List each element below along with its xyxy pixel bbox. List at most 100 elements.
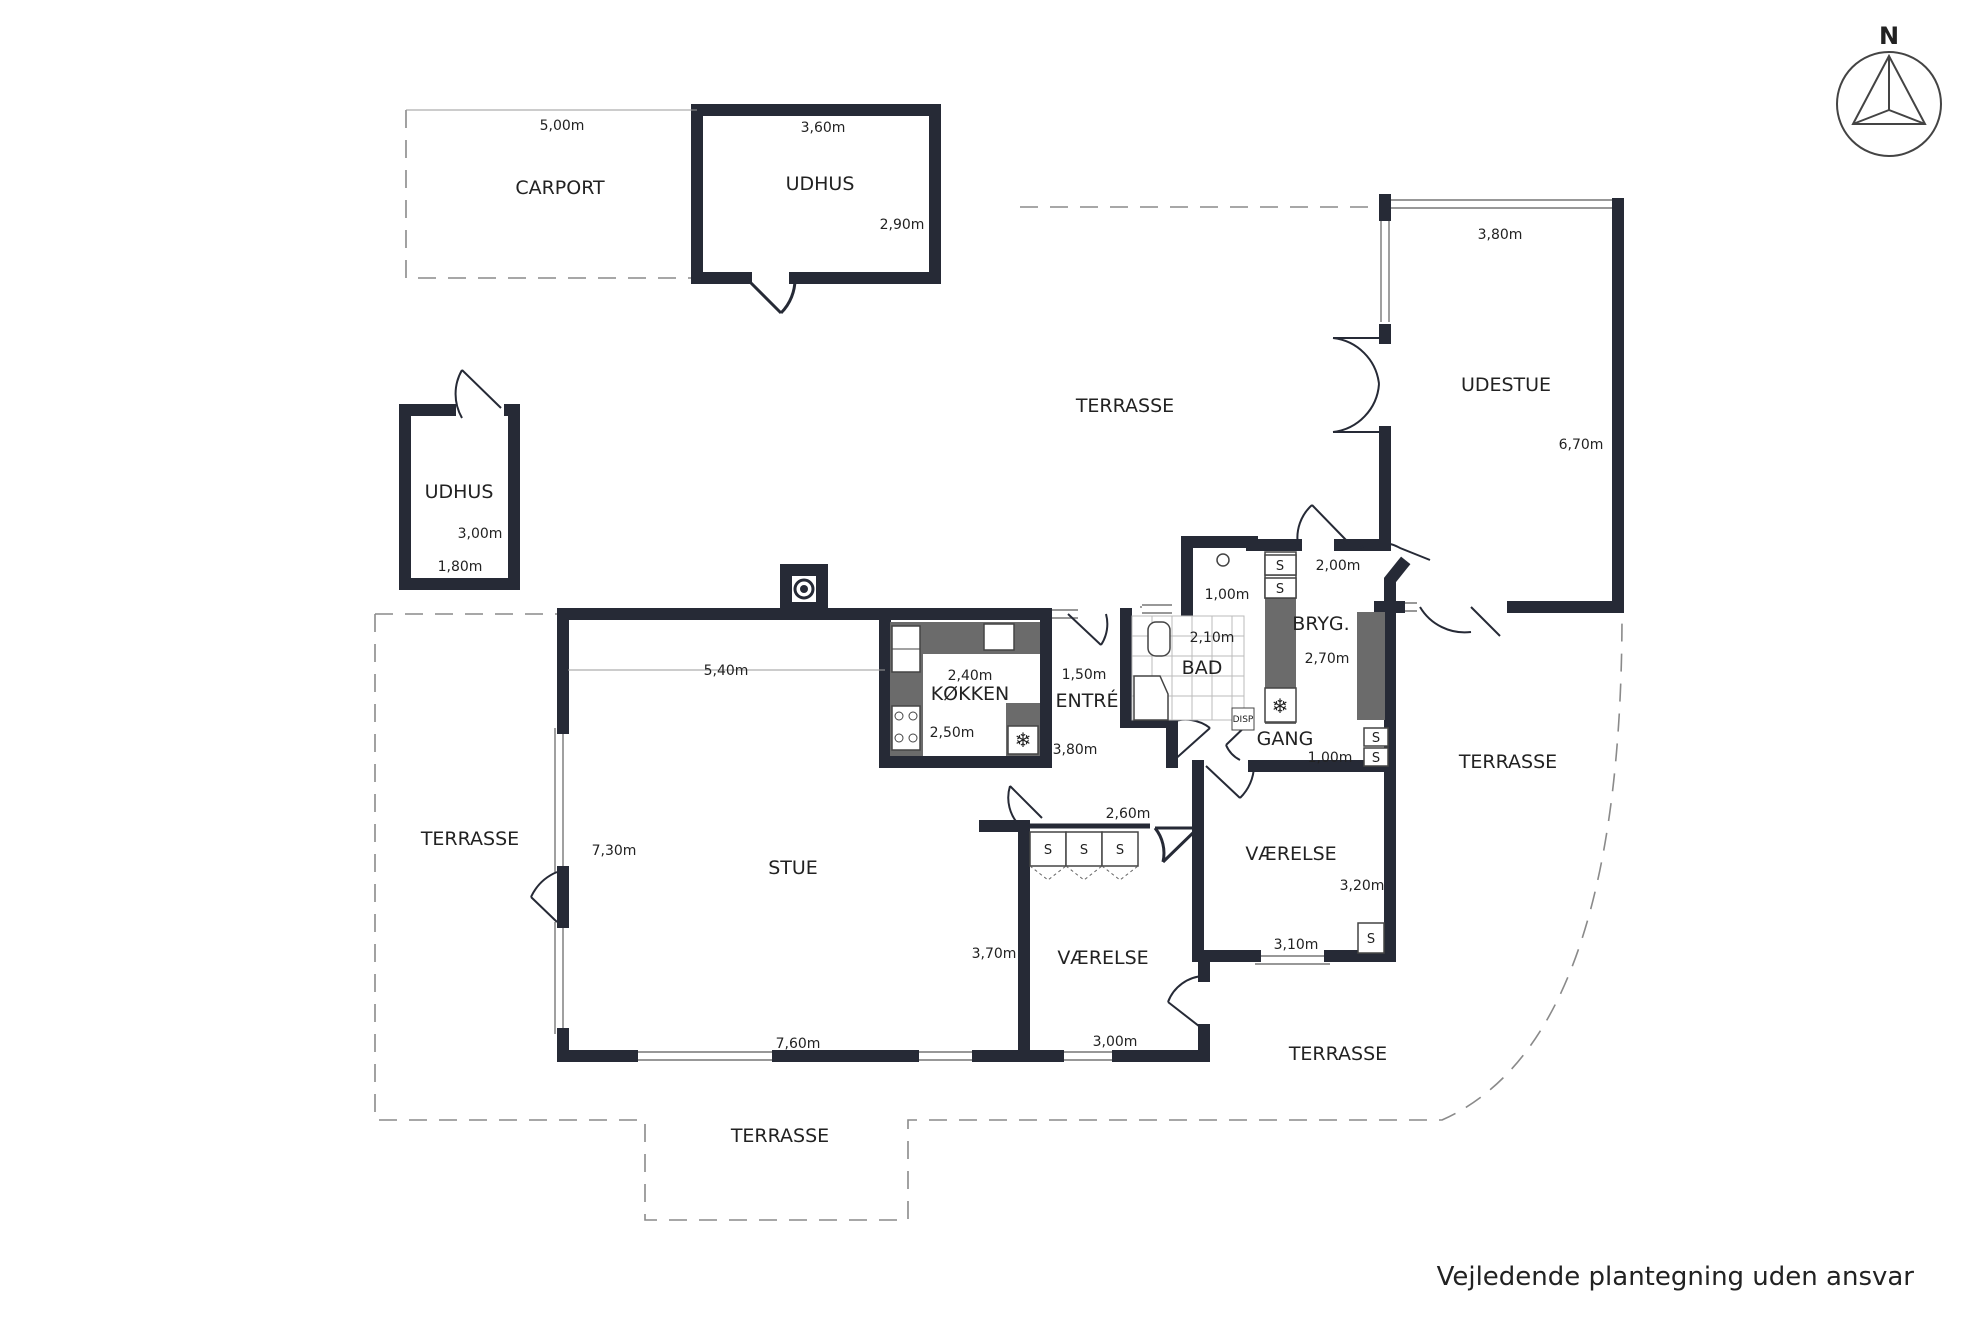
door-vaerelse-left: [1153, 826, 1202, 864]
dim-vaerelse-left-height: 3,70m: [972, 946, 1017, 962]
door-entre: [1067, 613, 1109, 646]
storage-bryg-2: [1264, 577, 1297, 599]
dim-stue-height: 7,30m: [592, 843, 637, 859]
terrace-left-outline: [374, 613, 1623, 1221]
windows: [554, 199, 1620, 1061]
storage-hall-1: [1029, 831, 1067, 867]
dim-stue-bottom: 7,60m: [776, 1036, 821, 1052]
disposal-box: [1231, 707, 1255, 731]
storage-vaerelse: [1357, 922, 1385, 954]
dim-stue-width: 5,40m: [704, 663, 749, 679]
compass: N: [1836, 22, 1942, 157]
disclaimer-caption: Vejledende plantegning uden ansvar: [1436, 1262, 1914, 1292]
udhus-left-walls: [399, 404, 520, 590]
door-bryg-right: [1359, 541, 1431, 561]
storage-gang-1: [1363, 727, 1389, 747]
storage-cabinets: [1029, 554, 1389, 954]
fridge: [1007, 725, 1039, 755]
label-stue: STUE: [768, 857, 818, 879]
storage-label: S: [1276, 582, 1284, 597]
snowflake-icon: ❄: [1015, 728, 1032, 752]
dim-koekken-width: 2,40m: [948, 668, 993, 684]
door-bryg: [1296, 504, 1347, 546]
dishwasher: [983, 623, 1015, 651]
label-vaerelse-left: VÆRELSE: [1057, 947, 1148, 969]
bath-fixtures: [1131, 553, 1245, 721]
dim-vaerelse-right-width: 3,10m: [1274, 937, 1319, 953]
dim-udestue-height: 6,70m: [1559, 437, 1604, 453]
storage-bryg-1: [1264, 554, 1297, 576]
label-gang: GANG: [1257, 728, 1314, 750]
label-terrasse-left: TERRASSE: [420, 828, 519, 850]
dim-carport-width: 5,00m: [540, 118, 585, 134]
bryg-walls: [1198, 534, 1411, 982]
dimension-labels: 5,00m 3,60m 2,90m 3,80m 6,70m 3,00m 1,80…: [438, 118, 1604, 1052]
label-terrasse-bottom: TERRASSE: [730, 1125, 829, 1147]
door-udestue-left: [1332, 337, 1385, 433]
dim-udestue-width: 3,80m: [1478, 227, 1523, 243]
label-udhus-top: UDHUS: [786, 173, 855, 195]
label-bryg: BRYG.: [1292, 613, 1349, 635]
dim-bryg-width: 2,00m: [1316, 558, 1361, 574]
north-arrow-icon: [1851, 53, 1927, 125]
room-labels: CARPORT UDHUS UDHUS UDESTUE TERRASSE TER…: [420, 173, 1557, 1147]
door-vaerelse-right: [1205, 765, 1255, 799]
carport-outline: [405, 110, 697, 279]
door-vaerelse-terrace: [1167, 975, 1205, 1031]
stove: [891, 705, 921, 751]
label-vaerelse-right: VÆRELSE: [1245, 843, 1336, 865]
bryg-fixtures: ❄: [1231, 551, 1385, 731]
bryg-counter-right: [1357, 612, 1385, 720]
bath-walls: [1120, 608, 1178, 768]
door-udhus-top: [744, 276, 797, 315]
storage-label: S: [1372, 731, 1380, 746]
dim-vaerelse-right-height: 3,20m: [1340, 878, 1385, 894]
label-koekken: KØKKEN: [931, 683, 1010, 705]
stue-walls: [557, 608, 1210, 1062]
label-terrasse-top: TERRASSE: [1075, 395, 1174, 417]
door-udhus-left: [454, 369, 502, 419]
fixture-labels: S S S S S S S S DISP: [1044, 559, 1380, 947]
dim-udhus-top-height: 2,90m: [880, 217, 925, 233]
vaerelse-right-top: [1192, 760, 1386, 962]
storage-label: S: [1116, 843, 1124, 858]
dim-gang-width: 1,00m: [1308, 750, 1353, 766]
door-kitchen-hall: [1007, 785, 1043, 827]
dim-bad-width: 2,10m: [1190, 630, 1235, 646]
storage-hall-drawer-lines: [1029, 865, 1139, 881]
kitchen-walls: [879, 616, 1052, 768]
udhus-top-walls: [691, 104, 941, 284]
kitchen-counters: ❄: [890, 622, 1040, 756]
label-terrasse-right: TERRASSE: [1458, 751, 1557, 773]
dim-hall-width: 2,60m: [1106, 806, 1151, 822]
shower-head-icon: [1216, 553, 1230, 567]
udestue-walls: [1374, 194, 1624, 613]
door-udestue-bottom: [1419, 606, 1501, 637]
storage-label: S: [1044, 843, 1052, 858]
storage-label: S: [1372, 751, 1380, 766]
dim-udhus-left-width: 1,80m: [438, 559, 483, 575]
snowflake-icon: ❄: [1272, 694, 1289, 718]
storage-hall-2: [1065, 831, 1103, 867]
walls: [399, 104, 1624, 1062]
storage-hall-3: [1101, 831, 1139, 867]
dashed-outlines: [374, 110, 1623, 1221]
compass-circle: [1836, 51, 1942, 157]
toilet: [1147, 621, 1171, 657]
label-terrasse-bottom-right: TERRASSE: [1288, 1043, 1387, 1065]
label-bad: BAD: [1182, 657, 1223, 679]
dim-vaerelse-left-width: 3,00m: [1093, 1034, 1138, 1050]
doors: [454, 276, 1501, 1031]
storage-label: S: [1367, 932, 1375, 947]
label-udhus-left: UDHUS: [425, 481, 494, 503]
shower: [1133, 675, 1169, 721]
chimney-flue: [793, 578, 815, 600]
dim-udhus-top-width: 3,60m: [801, 120, 846, 136]
storage-label: S: [1276, 559, 1284, 574]
dim-bryg-height: 2,70m: [1305, 651, 1350, 667]
dim-entre-width: 1,50m: [1062, 667, 1107, 683]
dim-bad-top: 1,00m: [1205, 587, 1250, 603]
label-entre: ENTRÉ: [1055, 689, 1118, 712]
disposal-label: DISP: [1233, 715, 1254, 725]
